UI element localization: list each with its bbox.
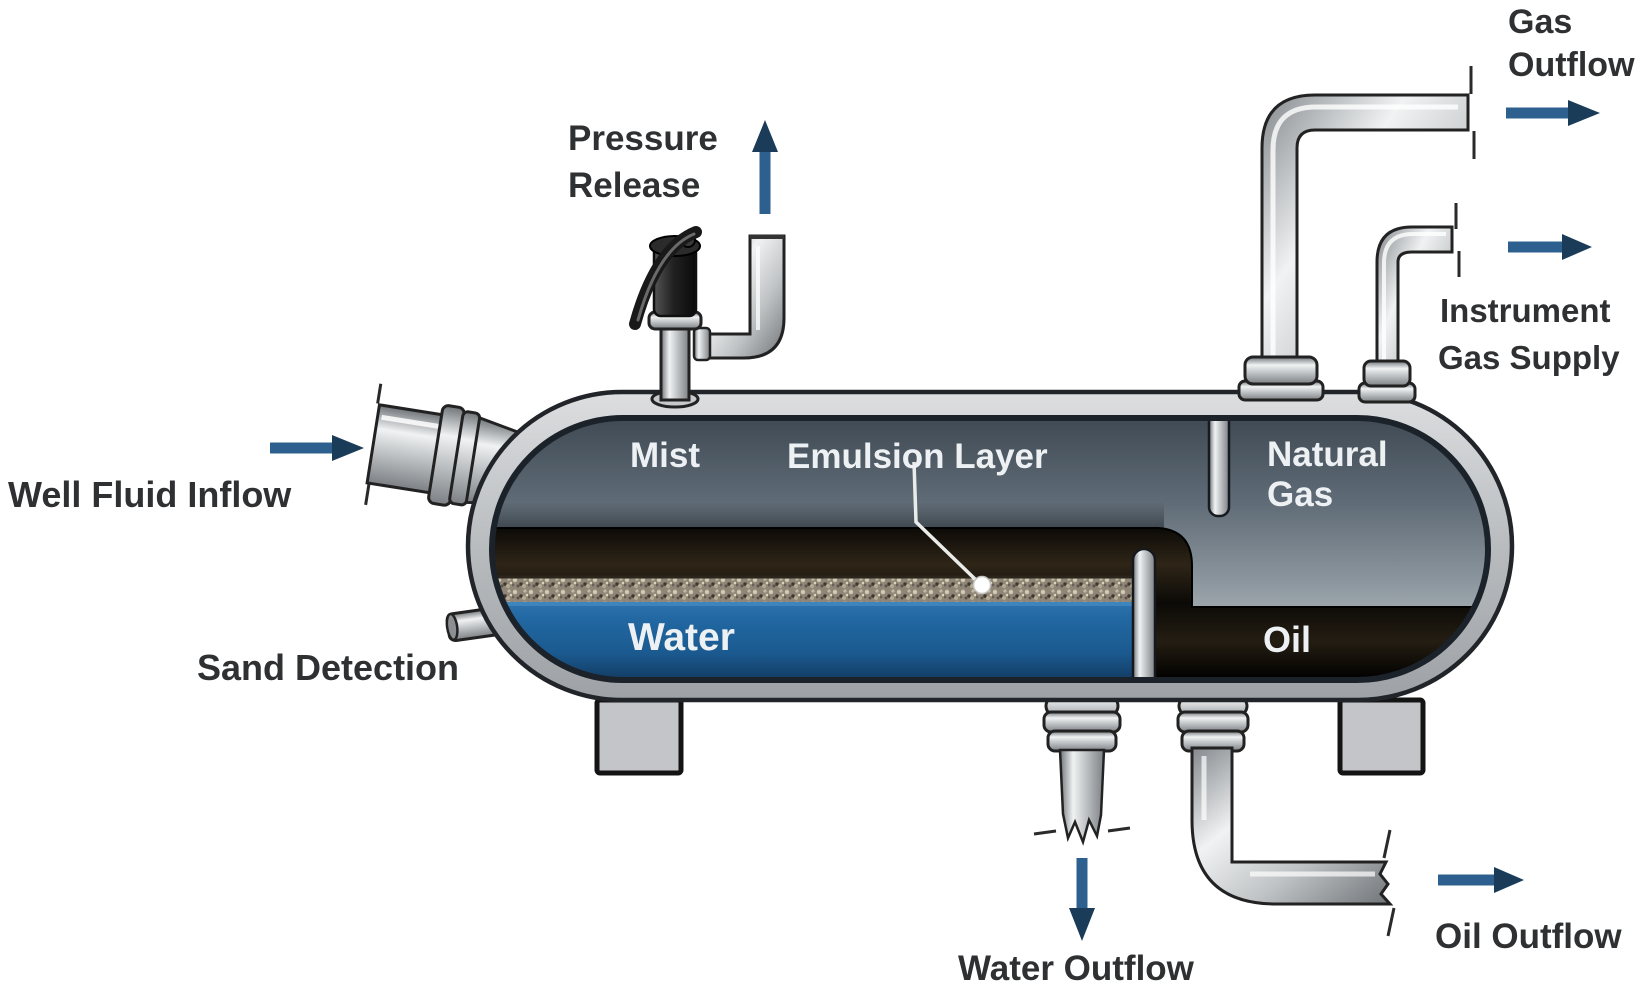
- oil-outflow-arrow-icon: [1438, 867, 1524, 893]
- instrument-gas-label-line2: Gas Supply: [1438, 339, 1620, 376]
- gas-outlet-flange: [1243, 355, 1319, 386]
- gas-outflow-label-line1: Gas: [1508, 3, 1572, 41]
- sand-detection-label: Sand Detection: [197, 647, 459, 688]
- oil-elbow-pipe: [1190, 746, 1394, 906]
- emulsion-band: [492, 577, 1141, 602]
- instrument-elbow-pipe: [1375, 225, 1454, 396]
- support-leg-left: [594, 697, 684, 776]
- well-fluid-inflow-label: Well Fluid Inflow: [8, 474, 292, 515]
- flange-ring: [1176, 710, 1250, 734]
- water-layer: [492, 602, 1141, 680]
- emulsion-leader-dot: [972, 575, 992, 595]
- emulsion-leader-line: [912, 461, 978, 582]
- pipe-highlight: [381, 414, 441, 430]
- pipe-break-tick: [1382, 829, 1392, 859]
- pipe-break-tick: [364, 483, 371, 506]
- natural-gas-label-line2: Gas: [1267, 475, 1333, 514]
- pipe-break-tick: [1033, 829, 1057, 836]
- pressure-release-label-line1: Pressure: [568, 119, 718, 158]
- lever-sheen: [636, 232, 696, 322]
- vessel-inner-border: [489, 415, 1491, 683]
- natural-gas-label-line1: Natural: [1267, 435, 1388, 474]
- oil-outflow-label: Oil Outflow: [1435, 917, 1622, 956]
- pressure-release-label-line2: Release: [568, 166, 700, 205]
- water-outlet-pipe-broken: [1058, 748, 1106, 846]
- water-label: Water: [628, 616, 735, 659]
- flange-ring: [1046, 729, 1118, 753]
- water-outflow-arrow-icon: [1069, 858, 1095, 941]
- instrument-flange: [1362, 359, 1412, 388]
- flange-ring: [1042, 710, 1122, 734]
- vessel-interior: [492, 418, 1488, 680]
- level-sensor-pipe: [1207, 418, 1231, 518]
- support-leg-right: [1337, 697, 1426, 776]
- inlet-flange-ring: [448, 410, 482, 507]
- weir-plate: [1131, 547, 1157, 680]
- oil-label: Oil: [1263, 619, 1311, 660]
- relief-outlet-elbow-pipe: [704, 234, 786, 360]
- valve-stem-pipe: [659, 324, 691, 402]
- pipe-break-tick: [376, 383, 383, 404]
- gas-outlet-pipe: [1237, 66, 1476, 402]
- instrument-gas-arrow-icon: [1508, 234, 1592, 260]
- gas-outflow-arrow-icon: [1506, 100, 1600, 126]
- pipe-break-tick: [1386, 907, 1396, 937]
- pipe-highlight: [1270, 104, 1458, 390]
- pressure-relief-valve: [629, 226, 786, 409]
- water-outflow-label: Water Outflow: [958, 949, 1195, 988]
- oil-surface-shadow: [492, 502, 1164, 528]
- water-outlet-nozzle: [1033, 686, 1131, 846]
- mist-label: Mist: [630, 436, 700, 475]
- gas-outflow-label-line2: Outflow: [1508, 46, 1635, 84]
- pipe-highlight: [1382, 232, 1446, 390]
- nozzle-open-end: [445, 612, 459, 642]
- instrument-gas-label-line1: Instrument: [1440, 292, 1611, 329]
- valve-side-flange: [692, 326, 712, 362]
- well-inflow-arrow-icon: [270, 435, 364, 461]
- pipe-break-tick: [1107, 826, 1131, 833]
- instrument-gas-pipe: [1357, 203, 1461, 404]
- pressure-release-arrow-icon: [752, 120, 778, 214]
- emulsion-layer-label: Emulsion Layer: [787, 437, 1048, 476]
